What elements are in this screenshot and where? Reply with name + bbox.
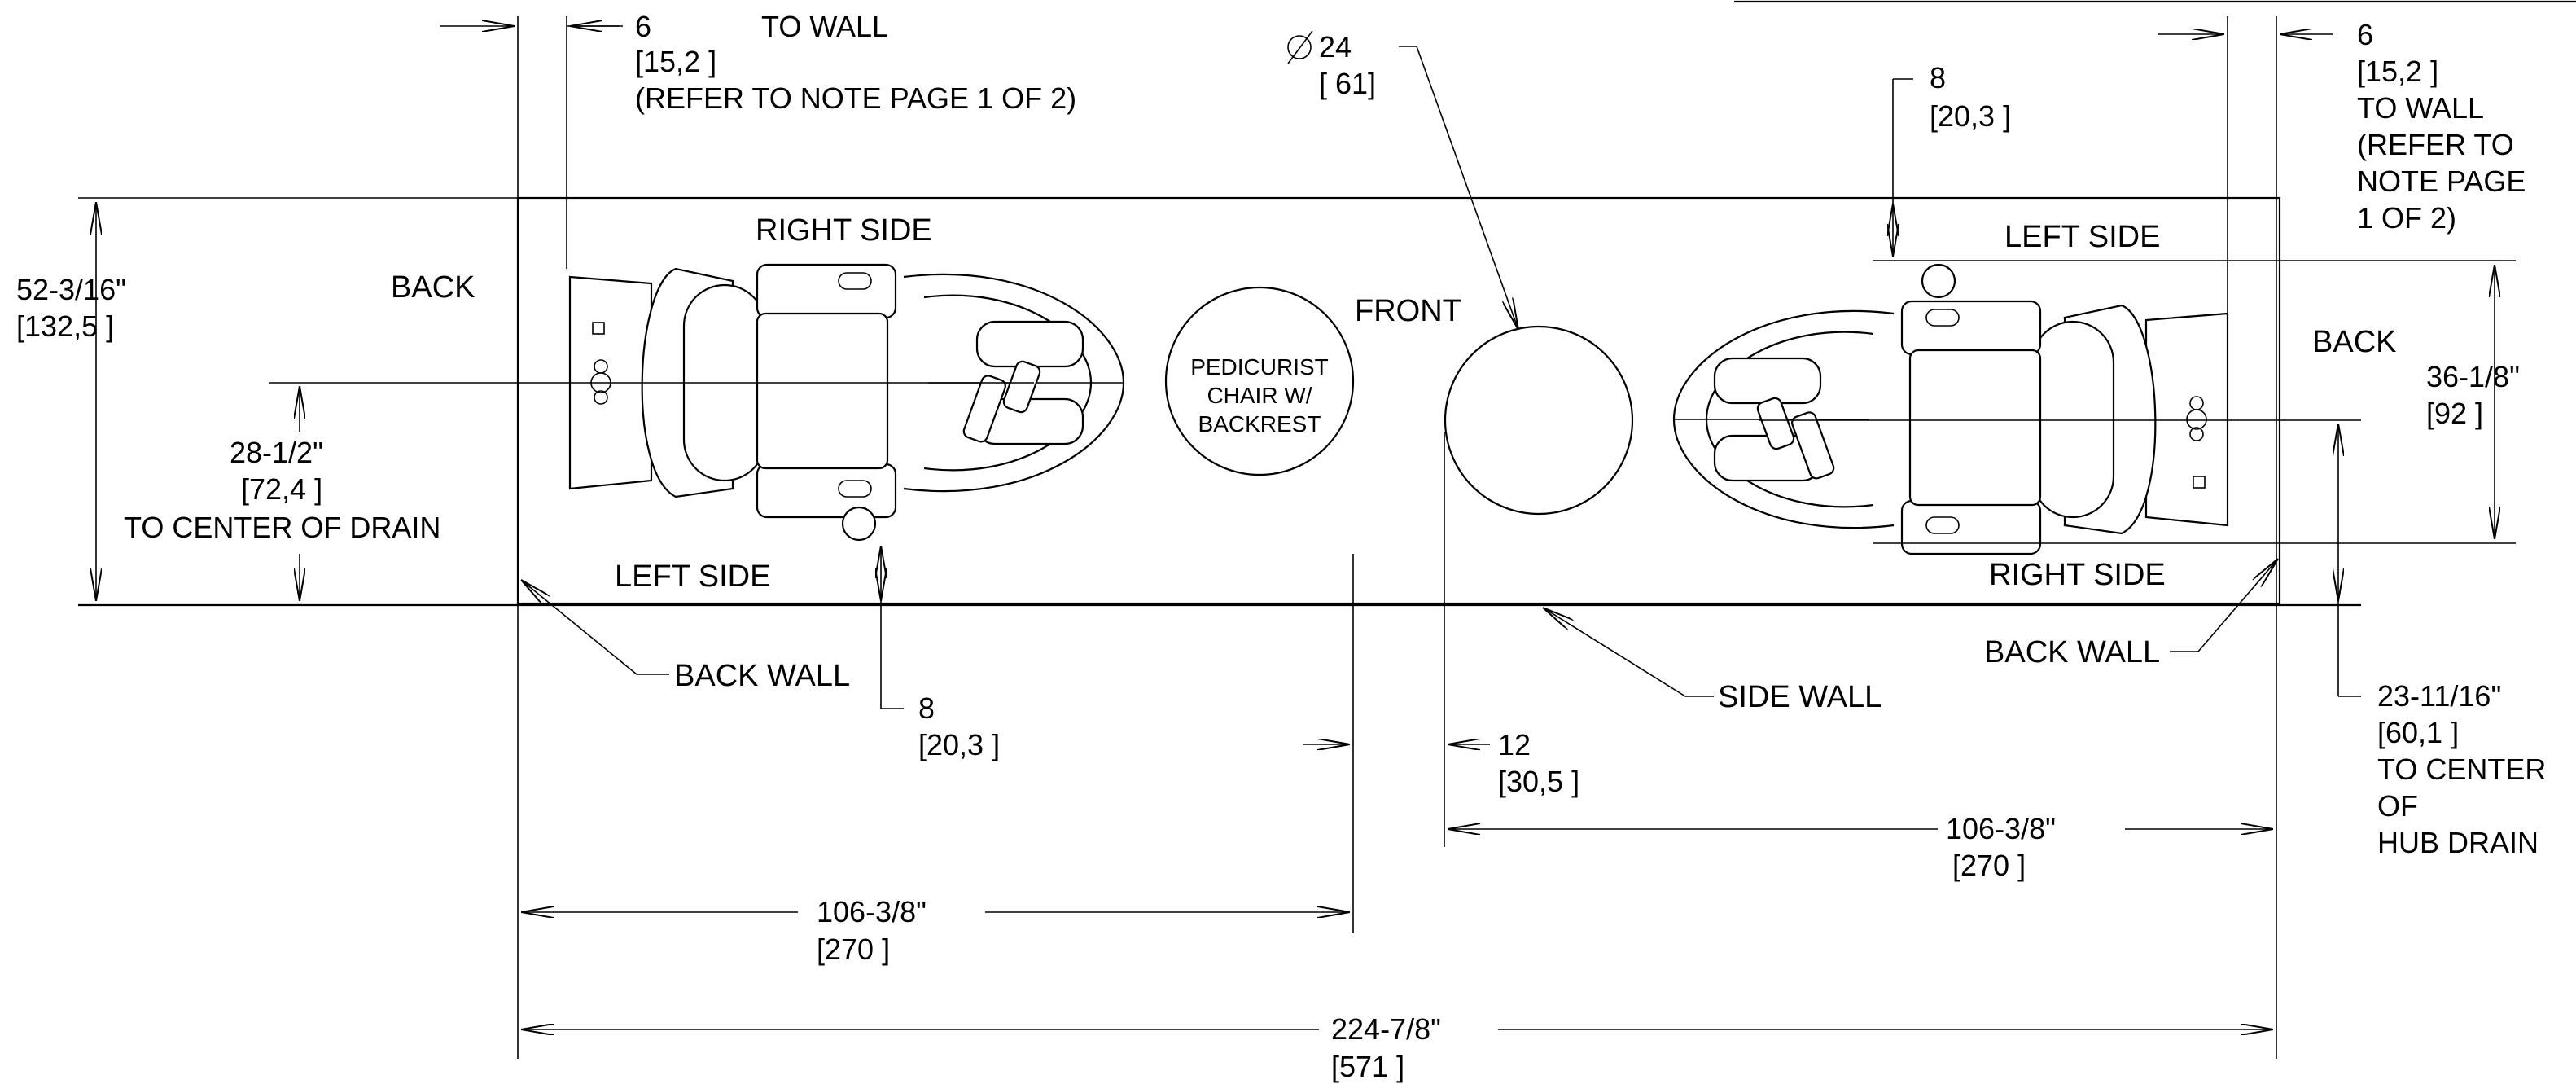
dim-224-value: 224-7/8" [1331, 1012, 1441, 1046]
dim-hub-caption1: TO CENTER [2377, 753, 2546, 786]
left-side-label-bottom: LEFT SIDE [615, 560, 770, 594]
back-label-left: BACK [391, 270, 475, 305]
back-wall-label-left: BACK WALL [674, 659, 850, 693]
round-stool-circle [1444, 325, 1634, 516]
dim-8-top-metric: [20,3 ] [1930, 99, 2011, 133]
dim-6-right-metric: [15,2 ] [2357, 55, 2438, 88]
side-wall-leader [1543, 608, 1714, 697]
dim-6-left-metric: [15,2 ] [635, 45, 716, 78]
diameter-leader [1399, 46, 1518, 330]
right-side-label-top: RIGHT SIDE [756, 213, 932, 248]
pedicurist-label-2: CHAIR W/ [1207, 383, 1312, 408]
diameter-metric: [ 61] [1319, 67, 1376, 100]
dim-hub-caption3: HUB DRAIN [2377, 826, 2539, 859]
back-wall-left-leader [521, 580, 669, 675]
dim-8-top-value: 8 [1930, 61, 1946, 94]
dim-hub-metric: [60,1 ] [2377, 716, 2459, 749]
dim-12-metric: [30,5 ] [1498, 765, 1579, 798]
dim-28-caption: TO CENTER OF DRAIN [124, 511, 440, 544]
dim-8-bottom-metric: [20,3 ] [918, 728, 1000, 761]
dim-52-metric: [132,5 ] [16, 309, 114, 343]
dim-28-value: 28-1/2" [230, 436, 323, 469]
dim-6-left-value: 6 [635, 10, 651, 43]
front-label: FRONT [1355, 294, 1461, 328]
dim-106-right-value: 106-3/8" [1946, 812, 2056, 845]
back-label-right: BACK [2312, 325, 2396, 359]
dim-12-value: 12 [1498, 728, 1531, 761]
dim-6-right-value: 6 [2357, 18, 2373, 51]
dim-hub-caption2: OF [2377, 789, 2418, 823]
right-side-label-bottom: RIGHT SIDE [1989, 558, 2166, 592]
refer-note-label: (REFER TO NOTE PAGE 1 OF 2) [635, 81, 1076, 115]
dim-8-bottom-value: 8 [918, 691, 935, 725]
pedicurist-label-3: BACKREST [1198, 411, 1321, 437]
diameter-value: 24 [1319, 30, 1352, 64]
left-side-label-top: LEFT SIDE [2004, 220, 2160, 254]
dim-hub-value: 23-11/16" [2377, 679, 2501, 713]
pedicurist-chair-circle [1164, 286, 1355, 476]
dim-6-right-note3: 1 OF 2) [2357, 201, 2456, 235]
dim-28-metric: [72,4 ] [241, 472, 322, 506]
left-pedicure-chair [568, 263, 1125, 542]
dim-6-right-note2: NOTE PAGE [2357, 165, 2526, 198]
to-wall-label: TO WALL [761, 10, 888, 43]
dim-6-right-towall: TO WALL [2357, 91, 2484, 125]
dim-224-metric: [571 ] [1331, 1050, 1404, 1083]
dim-52-value: 52-3/16" [16, 273, 126, 306]
pedicurist-label-1: PEDICURIST [1190, 354, 1329, 380]
dim-6-right-note1: (REFER TO [2357, 128, 2514, 161]
side-wall-label: SIDE WALL [1718, 680, 1882, 714]
dim-36-metric: [92 ] [2426, 397, 2483, 430]
diameter-symbol-icon [1287, 30, 1313, 64]
dim-106-right-metric: [270 ] [1952, 849, 2026, 882]
back-wall-label-right: BACK WALL [1984, 635, 2160, 669]
right-pedicure-chair [1672, 263, 2229, 555]
dim-36-value: 36-1/8" [2426, 360, 2520, 393]
dim-106-left-value: 106-3/8" [817, 895, 927, 928]
dim-106-left-metric: [270 ] [817, 933, 890, 966]
back-wall-right-leader [2170, 559, 2278, 652]
